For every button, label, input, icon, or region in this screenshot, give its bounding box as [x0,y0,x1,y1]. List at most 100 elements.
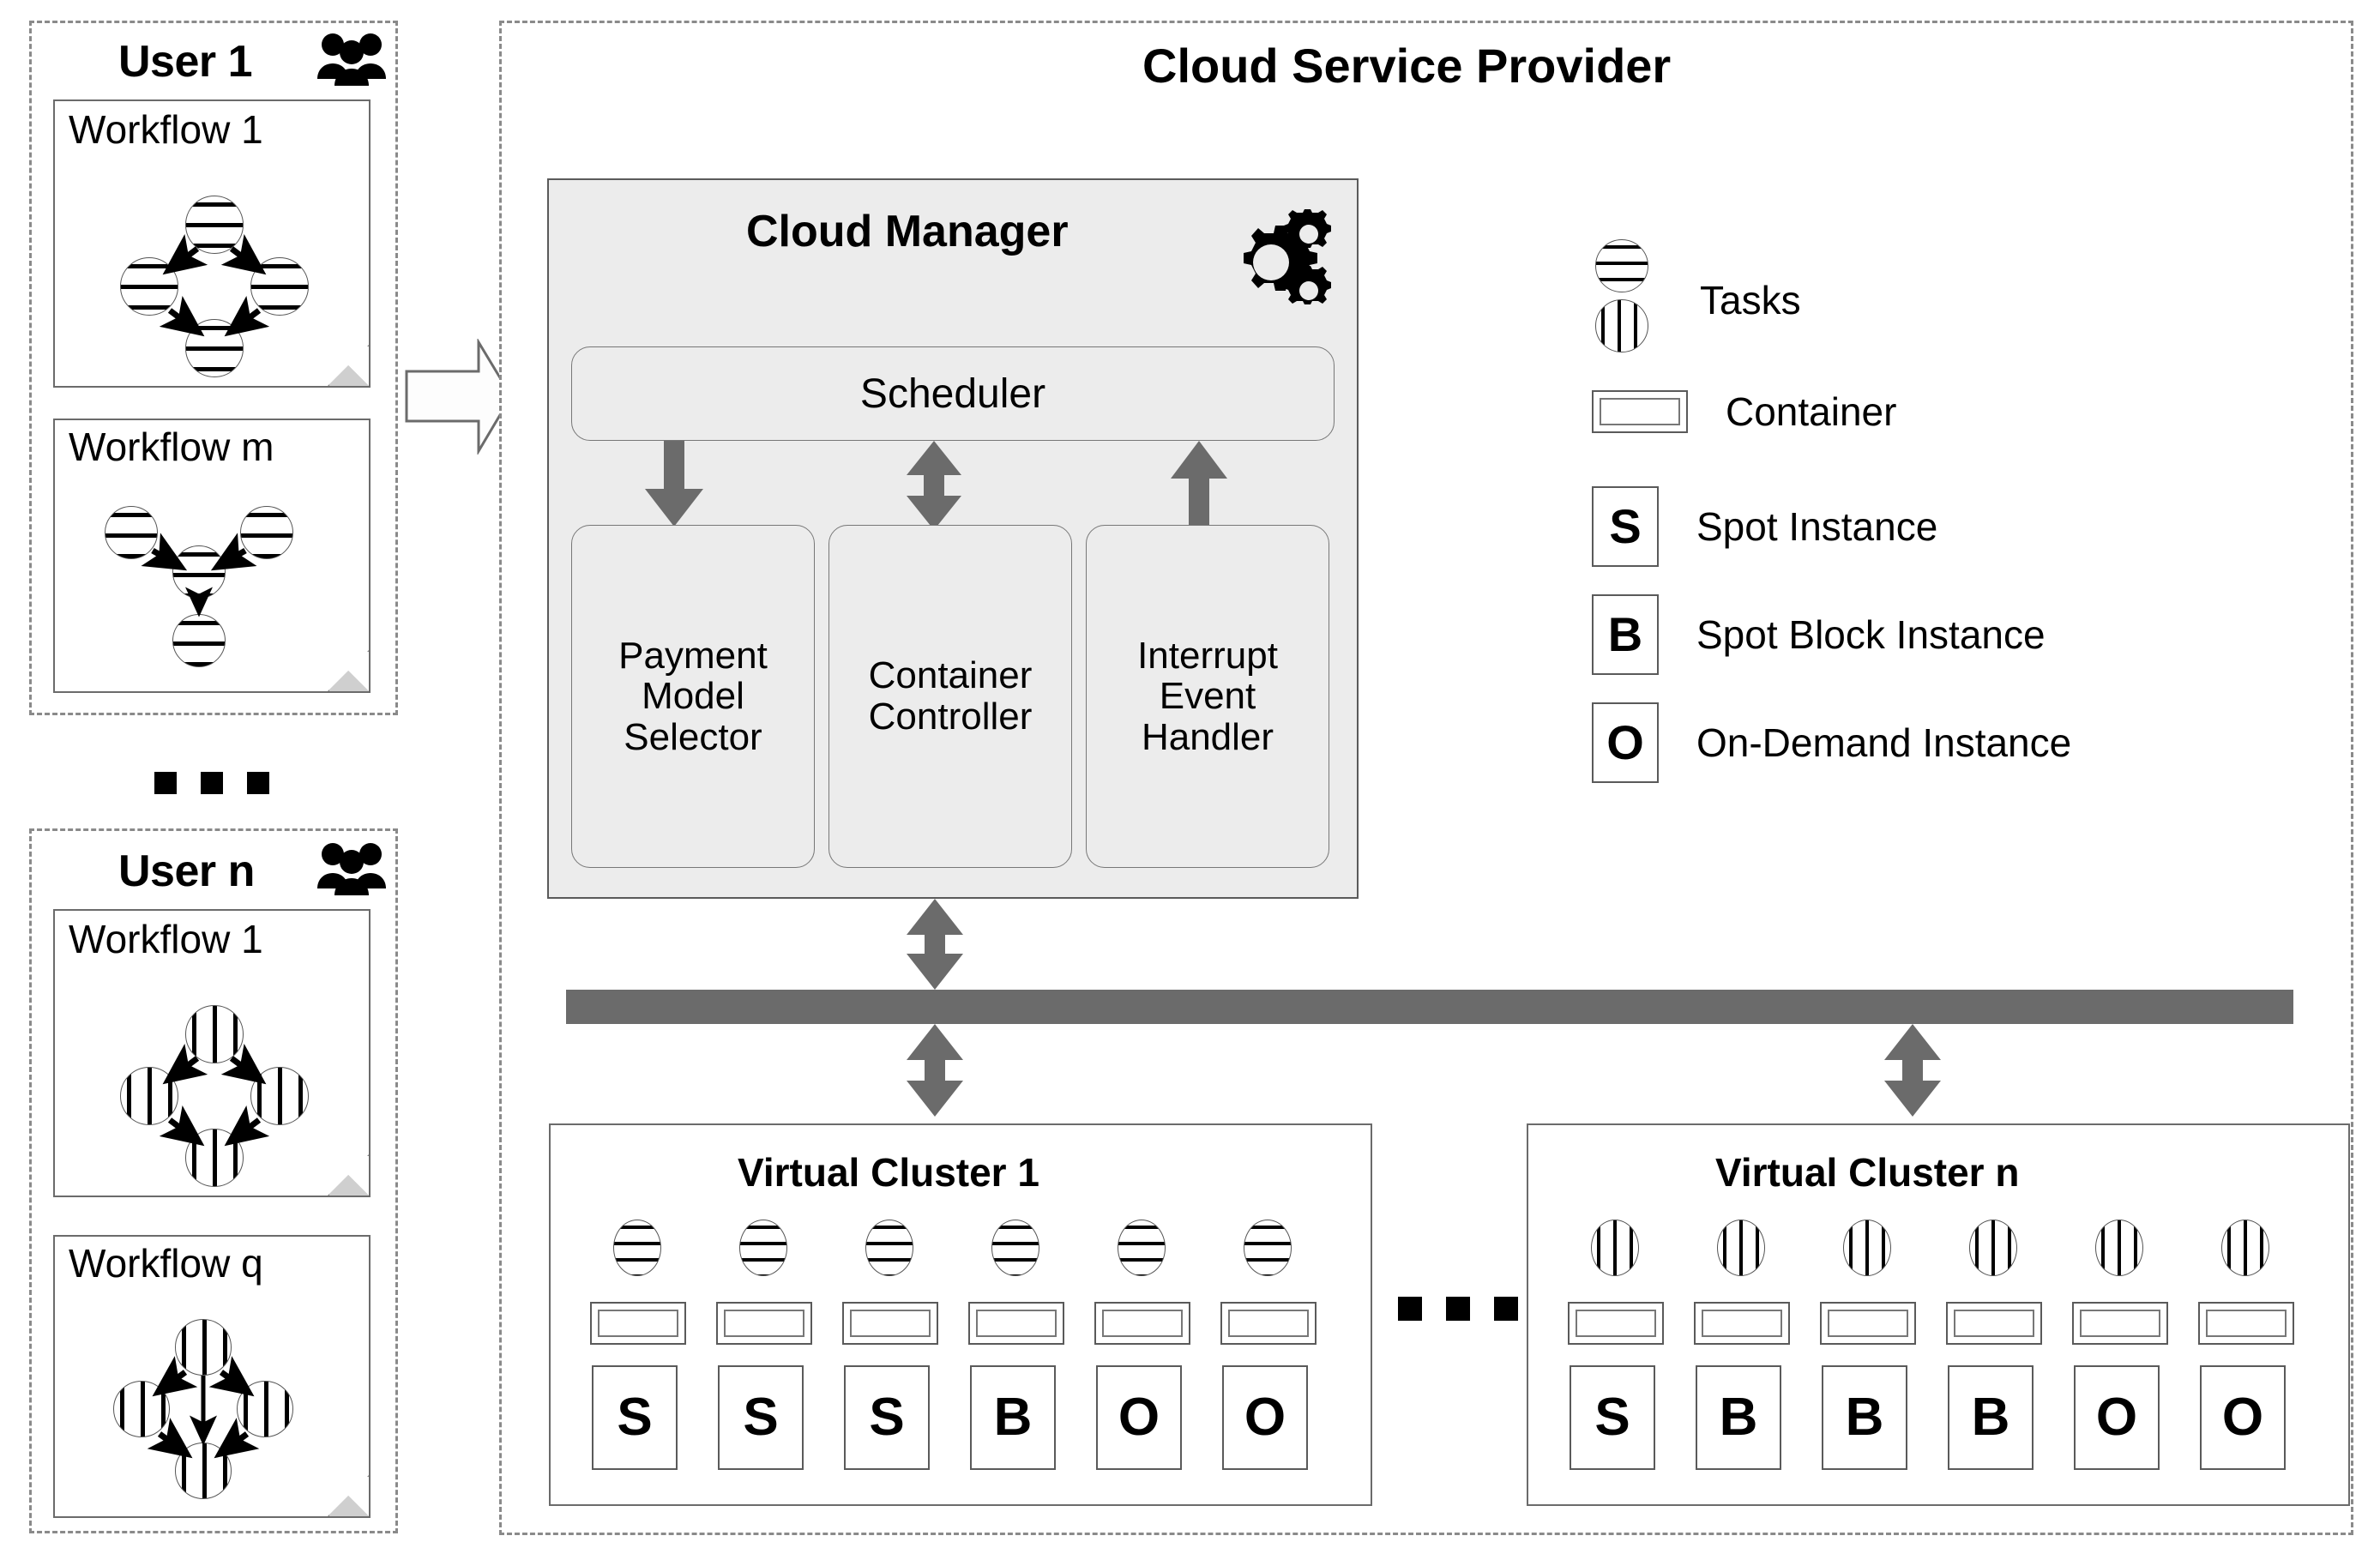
instance-letter: S [1609,499,1642,553]
task-node [105,506,158,559]
task-node [240,506,293,559]
instance-letter: B [1971,1388,2010,1447]
page-fold-corner [328,1475,369,1516]
instance-box[interactable]: S [844,1365,930,1470]
container-controller-box[interactable]: Container Controller [828,525,1072,868]
page-fold-corner [328,1154,369,1196]
flow-right-arrow-icon [405,339,513,455]
instance-letter: O [1244,1388,1286,1447]
cluster-task [613,1220,661,1276]
scheduler-box[interactable]: Scheduler [571,346,1335,441]
workflow-card[interactable]: Workflow 1 [53,909,371,1197]
instance-box[interactable]: B [1696,1365,1781,1470]
container-icon [1694,1302,1790,1345]
instance-box[interactable]: O [2074,1365,2160,1470]
task-node [172,545,226,599]
instance-letter: O [2221,1388,2264,1447]
cluster-task [1118,1220,1166,1276]
people-icon [317,843,386,895]
instance-box[interactable]: S [592,1365,678,1470]
container-icon [1220,1302,1317,1345]
container-icon [1592,390,1688,433]
cloud-manager-title: Cloud Manager [746,207,1069,256]
virtual-cluster-n-title: Virtual Cluster n [1715,1150,2020,1195]
legend-label: Container [1726,389,1897,434]
workflow-card[interactable]: Workflow 1 [53,99,371,388]
legend-item-spot-instance: S Spot Instance [1592,485,1937,568]
container-controller-label: Container Controller [868,654,1033,738]
cluster-task [1717,1220,1765,1276]
instance-box[interactable]: O [1222,1365,1308,1470]
container-icon [842,1302,938,1345]
instance-box-S: S [1592,486,1659,567]
container-icon [2072,1302,2168,1345]
instance-letter: S [1594,1388,1630,1447]
task-node [175,1319,232,1376]
workflow-card[interactable]: Workflow m [53,419,371,693]
container-icon [590,1302,686,1345]
container-icon [1820,1302,1916,1345]
task-node [250,1067,309,1125]
container-icon [968,1302,1064,1345]
clusters-ellipsis [1398,1297,1518,1321]
instance-box[interactable]: B [1822,1365,1907,1470]
cluster-task [2221,1220,2269,1276]
container-icon [2198,1302,2294,1345]
instance-letter: B [993,1388,1033,1447]
cluster-task [1969,1220,2017,1276]
instance-letter: B [1845,1388,1884,1447]
task-node [185,319,244,377]
instance-box[interactable]: B [970,1365,1056,1470]
legend-label: Tasks [1700,278,1801,322]
manager-bus-arrow [907,899,963,990]
bus-cluster-n-arrow [1884,1024,1941,1117]
instance-letter: S [743,1388,779,1447]
task-node [172,614,226,667]
interrupt-event-handler-label: Interrupt Event Handler [1137,634,1278,758]
legend-item-spot-block-instance: B Spot Block Instance [1592,593,2046,676]
tasks-icon [1592,236,1666,364]
workflow-title: Workflow 1 [69,107,263,152]
instance-box[interactable]: S [1570,1365,1655,1470]
cluster-task [991,1220,1039,1276]
page-fold-corner [328,345,369,386]
instance-box[interactable]: B [1948,1365,2034,1470]
instance-letter: O [1118,1388,1160,1447]
page-fold-corner [328,650,369,691]
cluster-task [1591,1220,1639,1276]
legend-item-container: Container [1592,386,1896,437]
workflow-card[interactable]: Workflow q [53,1235,371,1518]
task-node [120,1067,178,1125]
container-icon [1568,1302,1664,1345]
scheduler-label: Scheduler [859,370,1046,417]
cluster-task [2095,1220,2143,1276]
instance-box[interactable]: O [2200,1365,2286,1470]
interrupt-event-handler-box[interactable]: Interrupt Event Handler [1086,525,1329,868]
cluster-task [865,1220,913,1276]
bus-cluster-1-arrow [907,1024,963,1117]
instance-letter: S [617,1388,653,1447]
task-node [237,1381,293,1437]
cluster-task [1843,1220,1891,1276]
payment-model-selector-box[interactable]: Payment Model Selector [571,525,815,868]
instance-letter: S [869,1388,905,1447]
task-node [120,257,178,316]
task-node [175,1443,232,1499]
gears-icon [1244,209,1331,304]
virtual-cluster-1-title: Virtual Cluster 1 [738,1150,1039,1195]
payment-model-selector-label: Payment Model Selector [618,634,768,758]
user-1-title: User 1 [118,37,253,87]
container-icon [1946,1302,2042,1345]
network-bus [566,990,2293,1024]
instance-box[interactable]: S [718,1365,804,1470]
cluster-task [1244,1220,1292,1276]
task-node [113,1381,170,1437]
instance-box-O: O [1592,702,1659,783]
legend-item-tasks: Tasks [1592,232,1801,369]
instance-letter: O [1606,715,1644,769]
users-ellipsis [154,772,269,794]
page-title: Cloud Service Provider [1142,39,1672,93]
instance-letter: B [1719,1388,1758,1447]
instance-box[interactable]: O [1096,1365,1182,1470]
instance-box-B: B [1592,594,1659,675]
